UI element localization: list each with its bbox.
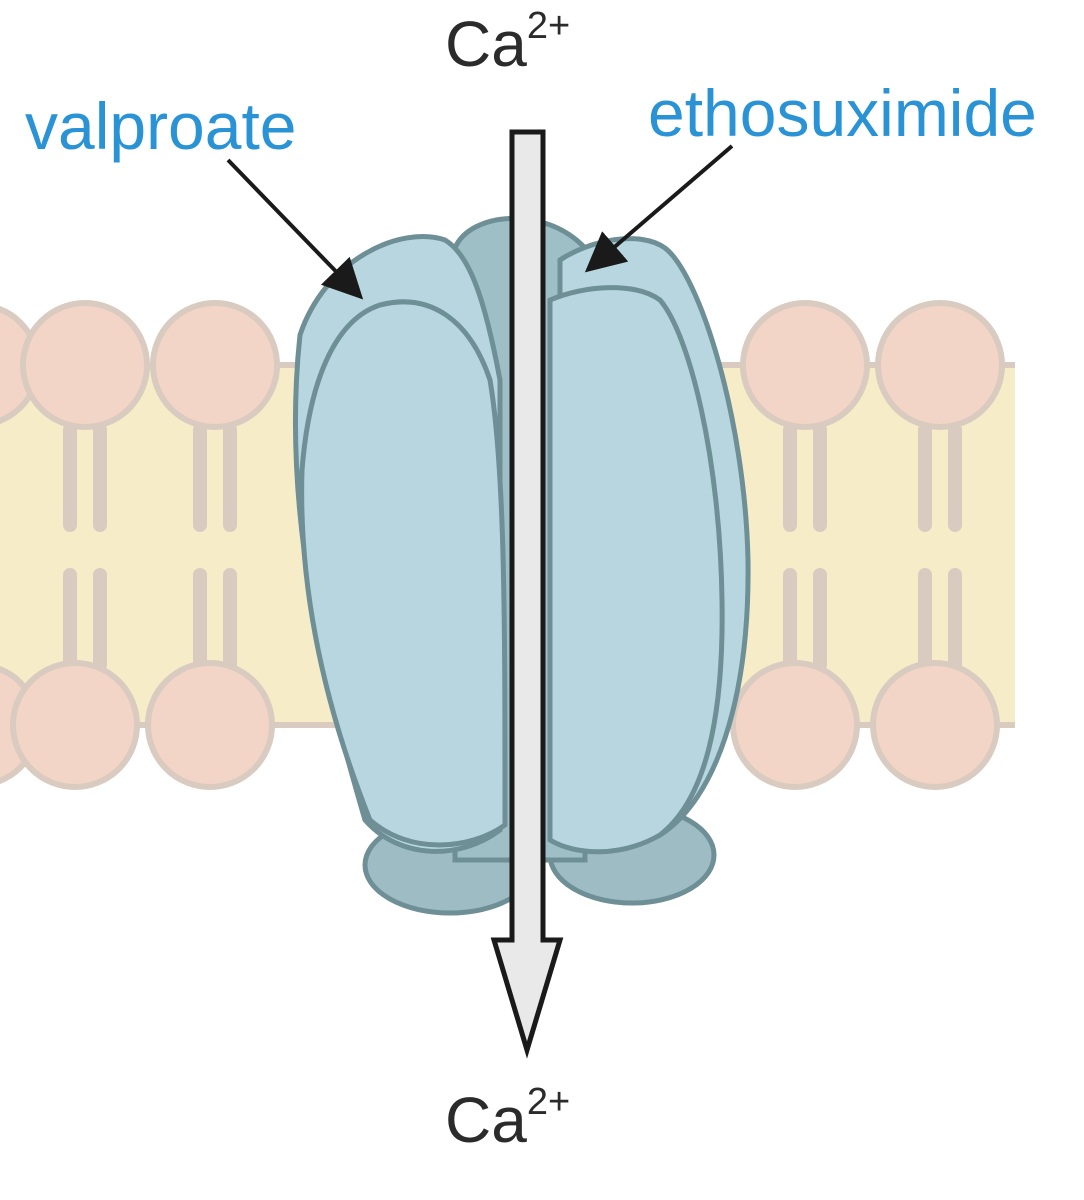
drug-label-ethosuximide: ethosuximide bbox=[648, 76, 1037, 150]
lipid-tails-lower bbox=[63, 568, 962, 672]
lipid-heads-upper bbox=[0, 300, 1005, 430]
drug-label-valproate: valproate bbox=[25, 89, 297, 163]
lipid-tails-upper bbox=[63, 423, 962, 532]
ion-top-charge: 2+ bbox=[526, 4, 571, 47]
channel-subunit-left-front bbox=[299, 299, 508, 848]
ion-label-extracellular: Ca2+ bbox=[445, 7, 570, 76]
calcium-channel-protein bbox=[292, 215, 751, 916]
ethosuximide-pointer-arrow bbox=[584, 144, 734, 273]
ion-bottom-charge: 2+ bbox=[526, 1080, 571, 1123]
ion-label-intracellular: Ca2+ bbox=[445, 1083, 570, 1152]
ion-top-base: Ca bbox=[445, 8, 527, 80]
channel-subunit-right-front bbox=[547, 285, 725, 855]
ion-bottom-base: Ca bbox=[445, 1084, 527, 1156]
lipid-heads-lower bbox=[0, 660, 1000, 790]
calcium-flow-arrow bbox=[490, 129, 564, 1059]
valproate-pointer-arrow bbox=[226, 158, 364, 300]
